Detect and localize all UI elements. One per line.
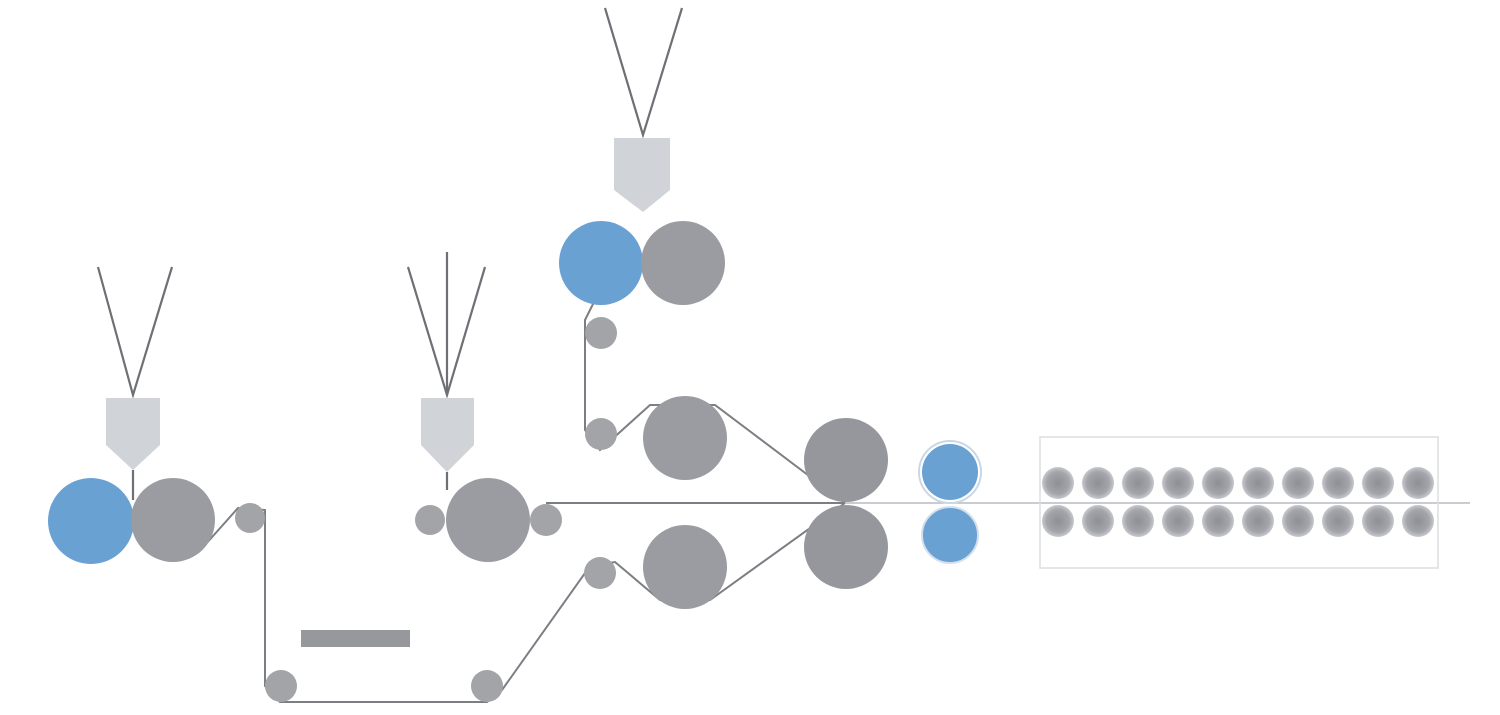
feed-line-top [603, 7, 684, 139]
web-path-upper [584, 299, 846, 504]
output-ball [1282, 505, 1314, 537]
output-ball [1162, 505, 1194, 537]
roller-gray-middle [446, 478, 530, 562]
output-ball [1242, 505, 1274, 537]
output-ball [1202, 467, 1234, 499]
output-ball [1242, 467, 1274, 499]
output-ball [1402, 467, 1434, 499]
idler-roller [584, 557, 616, 589]
output-ball [1042, 505, 1074, 537]
rollers [48, 221, 982, 702]
idler-roller [585, 317, 617, 349]
hopper-left [106, 398, 160, 470]
feed-line-left [96, 266, 174, 399]
output-ball [1122, 505, 1154, 537]
idler-roller [265, 670, 297, 702]
output-ball [1362, 467, 1394, 499]
roller-gray-upper [643, 396, 727, 480]
roller-gray-top [641, 221, 725, 305]
output-ball [1322, 467, 1354, 499]
roller-blue-top [559, 221, 643, 305]
roller-gray-left [131, 478, 215, 562]
idler-roller [235, 503, 265, 533]
output-balls [1042, 467, 1434, 537]
hoppers [106, 138, 670, 472]
idler-roller [415, 505, 445, 535]
nip-roller-top [804, 418, 888, 502]
hopper-top [614, 138, 670, 212]
output-ball [1402, 505, 1434, 537]
nip-roller-bottom [804, 505, 888, 589]
output-ball [1322, 505, 1354, 537]
calender-roller-bottom [921, 506, 979, 564]
idler-roller [471, 670, 503, 702]
roller-gray-lower [643, 525, 727, 609]
hopper-middle [421, 398, 474, 472]
calender-roller-top [922, 444, 978, 500]
output-ball [1202, 505, 1234, 537]
idler-roller [530, 504, 562, 536]
output-ball [1282, 467, 1314, 499]
output-ball [1362, 505, 1394, 537]
calender-ring [918, 440, 982, 504]
output-ball [1122, 467, 1154, 499]
output-ball [1042, 467, 1074, 499]
idler-roller [585, 418, 617, 450]
output-ball [1162, 467, 1194, 499]
output-box [1039, 436, 1439, 569]
feed-lines [96, 7, 684, 500]
roller-blue-left [48, 478, 134, 564]
output-ball [1082, 505, 1114, 537]
heater-bar [301, 630, 410, 647]
output-ball [1082, 467, 1114, 499]
